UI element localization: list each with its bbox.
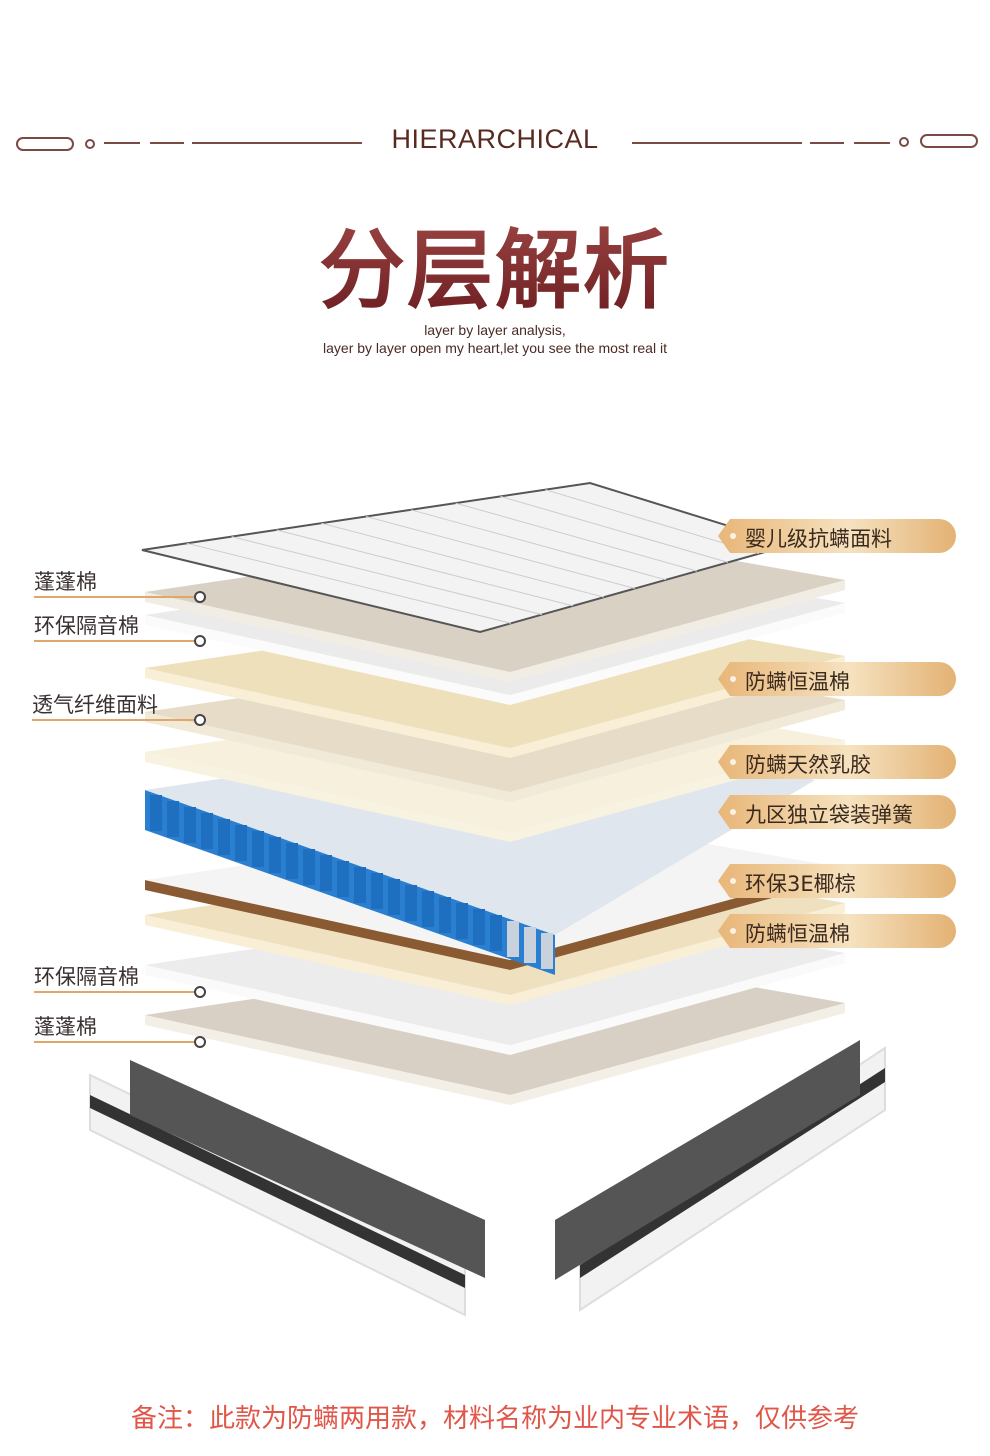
decor-pill-right [920, 134, 978, 148]
spring-coil [541, 933, 553, 969]
decor-line [810, 142, 844, 144]
tag-text: 防螨恒温棉 [745, 670, 850, 694]
spring-coil [473, 909, 485, 945]
spring-coil [286, 843, 298, 879]
quilt-stitch [186, 542, 512, 624]
label-tag-foam: 防螨恒温棉 [718, 662, 956, 696]
spring-coil [524, 927, 536, 963]
quilt-stitch [455, 502, 698, 572]
quilt-stitch [410, 509, 667, 581]
layer-foam-bottom-edge [145, 915, 510, 1005]
label-tag-latex: 防螨天然乳胶 [718, 745, 956, 779]
spring-coil [201, 813, 213, 849]
tag-text: 环保3E椰棕 [745, 872, 856, 896]
left-label-breathable-fabric: 透气纤维面料 [32, 689, 206, 726]
spring-coil [303, 849, 315, 885]
decor-line [854, 142, 890, 144]
layer-latex-edge [145, 752, 510, 842]
bottom-border-panel-left [130, 1060, 485, 1278]
decor-dot-right [899, 137, 909, 147]
spring-coil [456, 903, 468, 939]
footer-note: 备注：此款为防螨两用款，材料名称为业内专业术语，仅供参考 [130, 1404, 859, 1434]
spring-coil [252, 831, 264, 867]
layer-breathable-fabric-edge [145, 712, 510, 802]
left-label-sound-insulation: 环保隔音棉 [34, 610, 206, 647]
decor-line [192, 142, 362, 144]
spring-coil [320, 855, 332, 891]
layer-sound-insulation-bottom-edge [145, 965, 510, 1055]
label-tag-fabric: 婴儿级抗螨面料 [718, 519, 956, 553]
spring-coil [490, 915, 502, 951]
quilt-stitch [321, 522, 605, 598]
label-tag-springs: 九区独立袋装弹簧 [718, 795, 956, 829]
tag-text: 婴儿级抗螨面料 [745, 527, 892, 551]
spring-coil [354, 867, 366, 903]
layer-padding-bottom-edge [510, 1003, 845, 1105]
quilt-stitch [231, 536, 543, 616]
spring-coil [405, 885, 417, 921]
section-label: HIERARCHICAL [391, 124, 599, 154]
layer-sound-insulation-top-edge [145, 615, 510, 705]
subtitle-line-2: layer by layer open my heart,let you see… [323, 340, 667, 356]
spring-coil [388, 879, 400, 915]
layer-foam-top-edge [145, 668, 510, 758]
label-text: 蓬蓬棉 [34, 570, 97, 594]
bottom-border-panel-right [555, 1040, 860, 1280]
spring-coil [371, 873, 383, 909]
spring-coil [184, 807, 196, 843]
tag-text: 防螨恒温棉 [745, 922, 850, 946]
quilt-stitch [500, 495, 729, 563]
spring-coil [439, 897, 451, 933]
label-text: 透气纤维面料 [32, 693, 158, 717]
tag-text: 防螨天然乳胶 [745, 753, 871, 777]
label-tag-coir: 环保3E椰棕 [718, 864, 956, 898]
left-label-padding: 蓬蓬棉 [34, 566, 206, 603]
decor-dot-left [85, 139, 95, 149]
quilt-stitch [276, 529, 574, 607]
label-text: 环保隔音棉 [34, 614, 139, 638]
left-label-sound-insulation-2: 环保隔音棉 [34, 961, 206, 998]
layer-padding-top-edge [510, 580, 845, 682]
quilt-stitch [365, 516, 636, 589]
layer-padding-bottom-edge [145, 1015, 510, 1105]
spring-coil [507, 921, 519, 957]
decor-pill-left [16, 137, 74, 151]
bottom-border-stripe [90, 1095, 465, 1288]
spring-coil [337, 861, 349, 897]
layer-coir-edge [145, 880, 510, 970]
layer-breathable-fabric-edge [510, 700, 845, 802]
decor-line [632, 142, 802, 144]
page-title: 分层解析 [0, 200, 990, 325]
tag-text: 九区独立袋装弹簧 [745, 803, 913, 827]
layer-sound-insulation-top-edge [510, 603, 845, 705]
spring-coil [422, 891, 434, 927]
spring-coil [150, 795, 162, 831]
layer-sound-insulation-bottom-edge [510, 953, 845, 1055]
layer-padding-top-edge [145, 592, 510, 682]
decor-line [150, 142, 184, 144]
decor-line [104, 142, 140, 144]
subtitle-line-1: layer by layer analysis, [424, 322, 566, 338]
spring-unit-front [145, 790, 555, 975]
spring-coil [218, 819, 230, 855]
left-label-padding-2: 蓬蓬棉 [34, 1011, 206, 1048]
label-tag-foam-2: 防螨恒温棉 [718, 914, 956, 948]
spring-coil [269, 837, 281, 873]
spring-coil [167, 801, 179, 837]
label-text: 环保隔音棉 [34, 965, 139, 989]
label-text: 蓬蓬棉 [34, 1015, 97, 1039]
spring-coil [235, 825, 247, 861]
